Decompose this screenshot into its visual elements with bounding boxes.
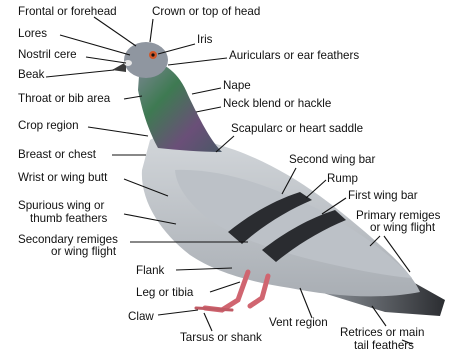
label-lores: Lores (18, 27, 47, 40)
arrow-nostril (86, 57, 126, 63)
label-spurious-line1: Spurious wing or (18, 199, 104, 212)
label-second-wing-bar: Second wing bar (289, 153, 376, 166)
head (124, 42, 168, 78)
arrow-auriculars (168, 58, 227, 65)
arrow-tarsus (204, 313, 212, 331)
label-crown: Crown or top of head (152, 5, 260, 18)
label-first-wing-bar: First wing bar (348, 189, 418, 202)
label-scapular: Scapularc or heart saddle (231, 122, 363, 135)
arrow-crop (88, 127, 148, 136)
label-auriculars: Auriculars or ear feathers (229, 49, 359, 62)
label-claw: Claw (128, 310, 154, 323)
arrow-neck-blend (196, 107, 221, 112)
arrow-crown (150, 19, 153, 42)
label-rump: Rump (327, 172, 358, 185)
beak-shape (112, 62, 126, 72)
label-crop: Crop region (18, 119, 79, 132)
arrow-throat (124, 96, 142, 99)
label-throat: Throat or bib area (18, 92, 111, 105)
label-leg: Leg or tibia (136, 286, 194, 299)
arrow-vent (300, 288, 312, 318)
label-primary-line2: or wing flight (370, 221, 436, 234)
label-spurious-line2: thumb feathers (30, 212, 108, 225)
label-vent: Vent region (269, 316, 328, 329)
pupil (151, 53, 154, 56)
arrow-beak (46, 70, 114, 77)
arrow-iris (158, 44, 195, 54)
label-flank: Flank (136, 264, 165, 277)
label-tarsus: Tarsus or shank (180, 331, 262, 344)
label-nostril: Nostril cere (18, 48, 77, 61)
label-beak: Beak (18, 68, 45, 81)
label-wrist: Wrist or wing butt (18, 171, 108, 184)
arrow-nape (192, 88, 221, 94)
label-nape: Nape (223, 79, 251, 92)
label-neck-blend: Neck blend or hackle (223, 97, 331, 110)
arrow-claw (158, 310, 198, 315)
label-iris: Iris (197, 33, 213, 46)
label-secondary-line2: or wing flight (51, 245, 117, 258)
arrow-leg (210, 282, 240, 292)
label-frontal: Frontal or forehead (18, 5, 117, 18)
label-breast: Breast or chest (18, 148, 97, 161)
label-retrices-line1: Retrices or main (340, 326, 424, 339)
arrow-frontal (94, 17, 136, 46)
claw-shape (196, 308, 232, 310)
